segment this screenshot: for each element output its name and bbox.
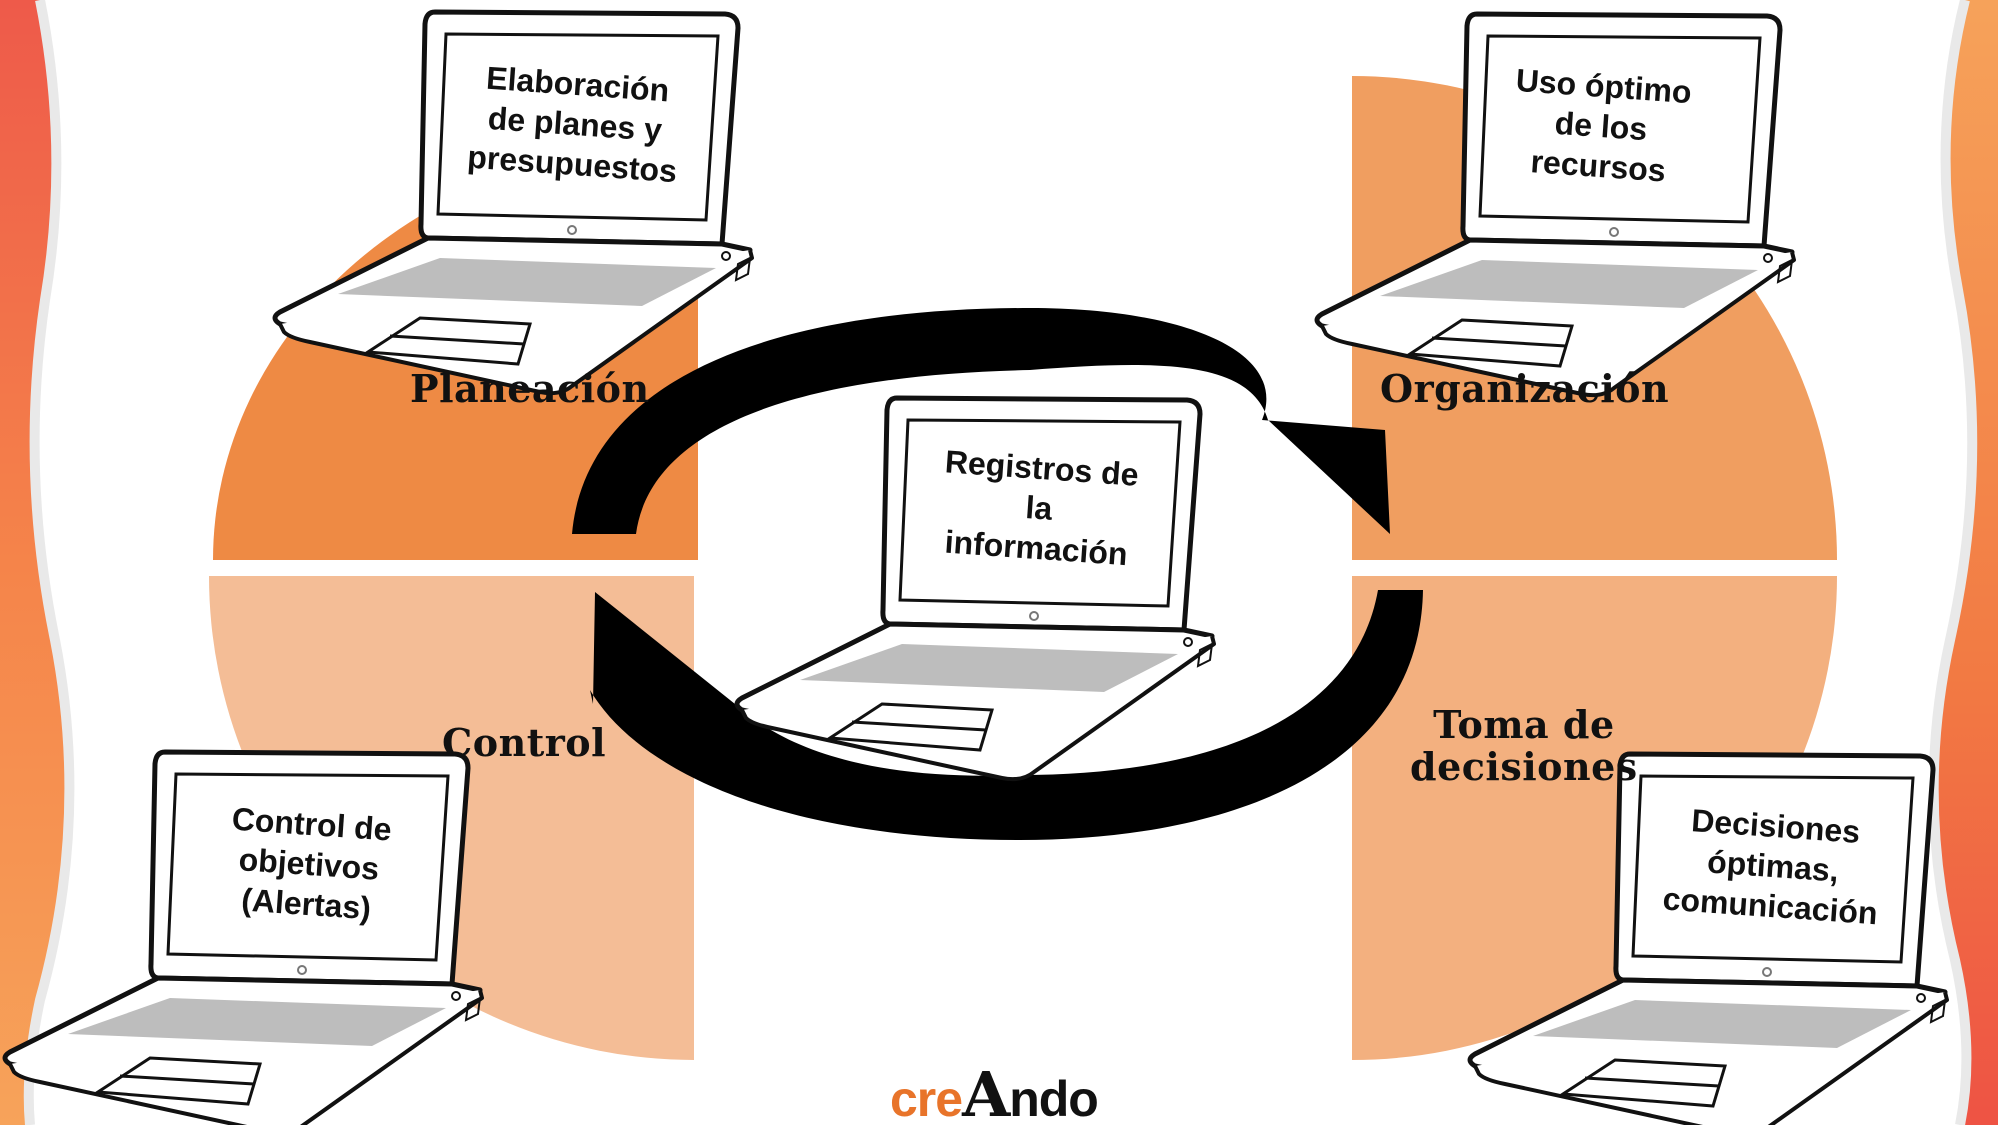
left-wave-decoration: [0, 0, 70, 1125]
logo-suffix: ndo: [1009, 1071, 1099, 1127]
screen-text-center: Registros de la información: [943, 443, 1140, 573]
toma-decisiones-sector: [1352, 576, 1837, 1060]
logo-prefix: cre: [890, 1071, 963, 1127]
label-control: Control: [442, 720, 607, 765]
logo-a: A: [962, 1058, 1010, 1131]
label-organizacion: Organización: [1380, 366, 1670, 411]
right-wave-highlight: [1928, 0, 1978, 1125]
left-wave-highlight: [23, 0, 75, 1125]
screen-text-organizacion: Uso óptimo de los recursos: [1514, 62, 1693, 189]
cycle-arrow-bottom: [590, 590, 1423, 840]
screen-text-planeacion: Elaboración de planes y presupuestos: [466, 59, 679, 190]
label-toma-decisiones: Toma de decisiones: [1410, 702, 1638, 789]
cycle-arrow-top: [572, 308, 1390, 534]
screen-text-toma-decisiones: Decisiones óptimas, comunicación: [1661, 802, 1879, 932]
creando-logo: creAndo: [890, 1058, 1099, 1131]
screen-text-control: Control de objetivos (Alertas): [230, 800, 393, 927]
label-planeacion: Planeación: [410, 366, 650, 411]
